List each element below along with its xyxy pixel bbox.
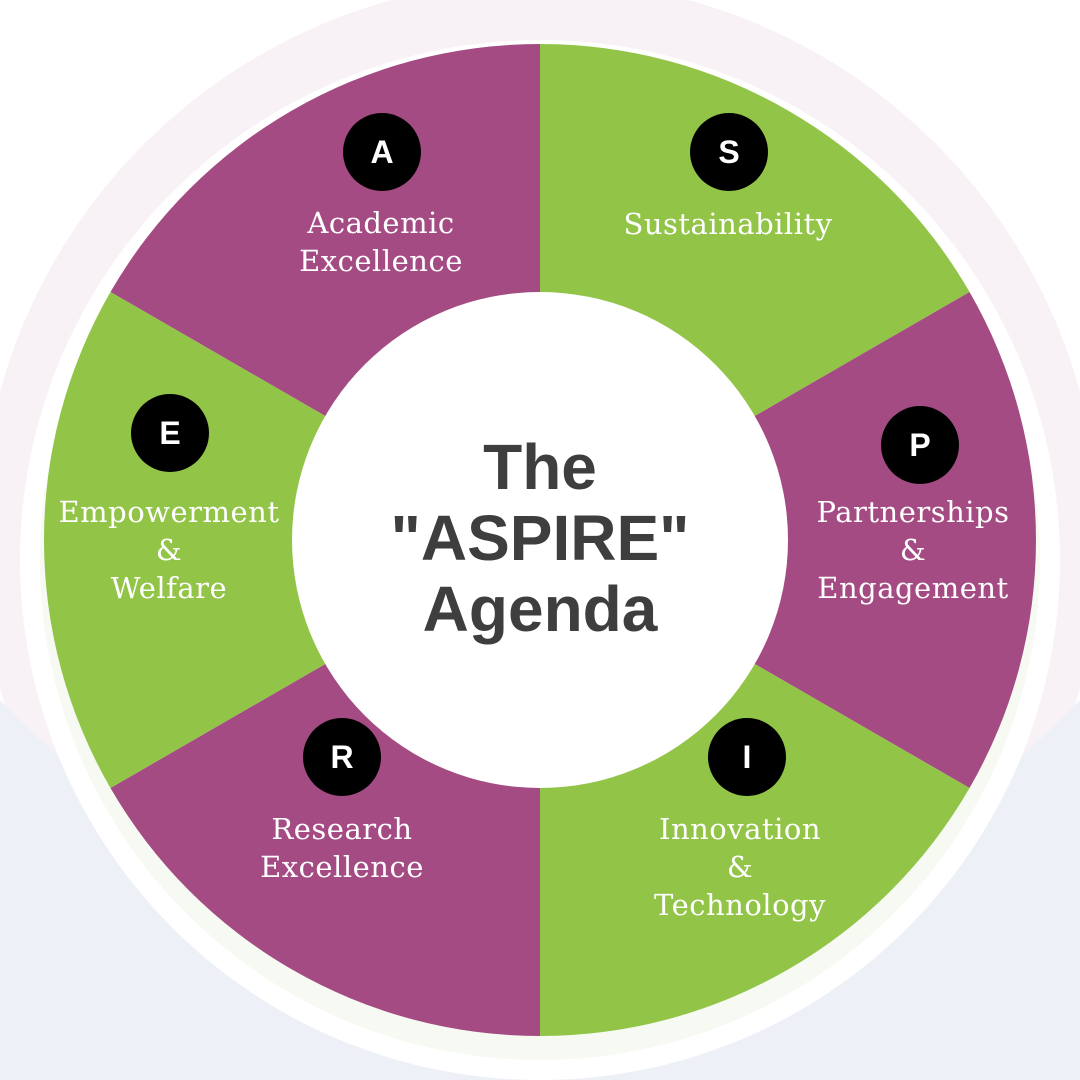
title-line-1: The <box>483 431 597 503</box>
label-line: Sustainability <box>623 207 833 241</box>
label-line: Welfare <box>110 571 228 605</box>
label-sustainability: Sustainability <box>623 205 832 243</box>
label-line: Academic <box>307 206 455 240</box>
badge-p: P <box>881 406 959 484</box>
label-line: Partnerships <box>816 495 1010 529</box>
label-line: Empowerment <box>58 495 280 529</box>
label-line: Excellence <box>260 850 424 884</box>
label-line: & <box>155 533 183 567</box>
title-line-2: "ASPIRE" <box>390 502 690 574</box>
label-line: Research <box>271 812 413 846</box>
label-line: Engagement <box>817 571 1009 605</box>
label-empowerment-welfare: Empowerment & Welfare <box>58 493 279 607</box>
label-line: & <box>726 850 754 884</box>
badge-s: S <box>690 113 768 191</box>
badge-i: I <box>708 718 786 796</box>
badge-r: R <box>303 718 381 796</box>
label-innovation-technology: Innovation & Technology <box>654 810 826 924</box>
label-line: Innovation <box>658 812 821 846</box>
label-partnerships-engagement: Partnerships & Engagement <box>817 493 1010 607</box>
label-academic-excellence: Academic Excellence <box>299 204 463 280</box>
label-line: Technology <box>654 888 826 922</box>
center-title: The "ASPIRE" Agenda <box>391 432 690 645</box>
badge-e: E <box>131 394 209 472</box>
title-line-3: Agenda <box>422 573 658 645</box>
label-research-excellence: Research Excellence <box>260 810 424 886</box>
label-line: Excellence <box>299 244 463 278</box>
label-line: & <box>899 533 927 567</box>
center-circle <box>292 292 788 788</box>
badge-a: A <box>343 113 421 191</box>
